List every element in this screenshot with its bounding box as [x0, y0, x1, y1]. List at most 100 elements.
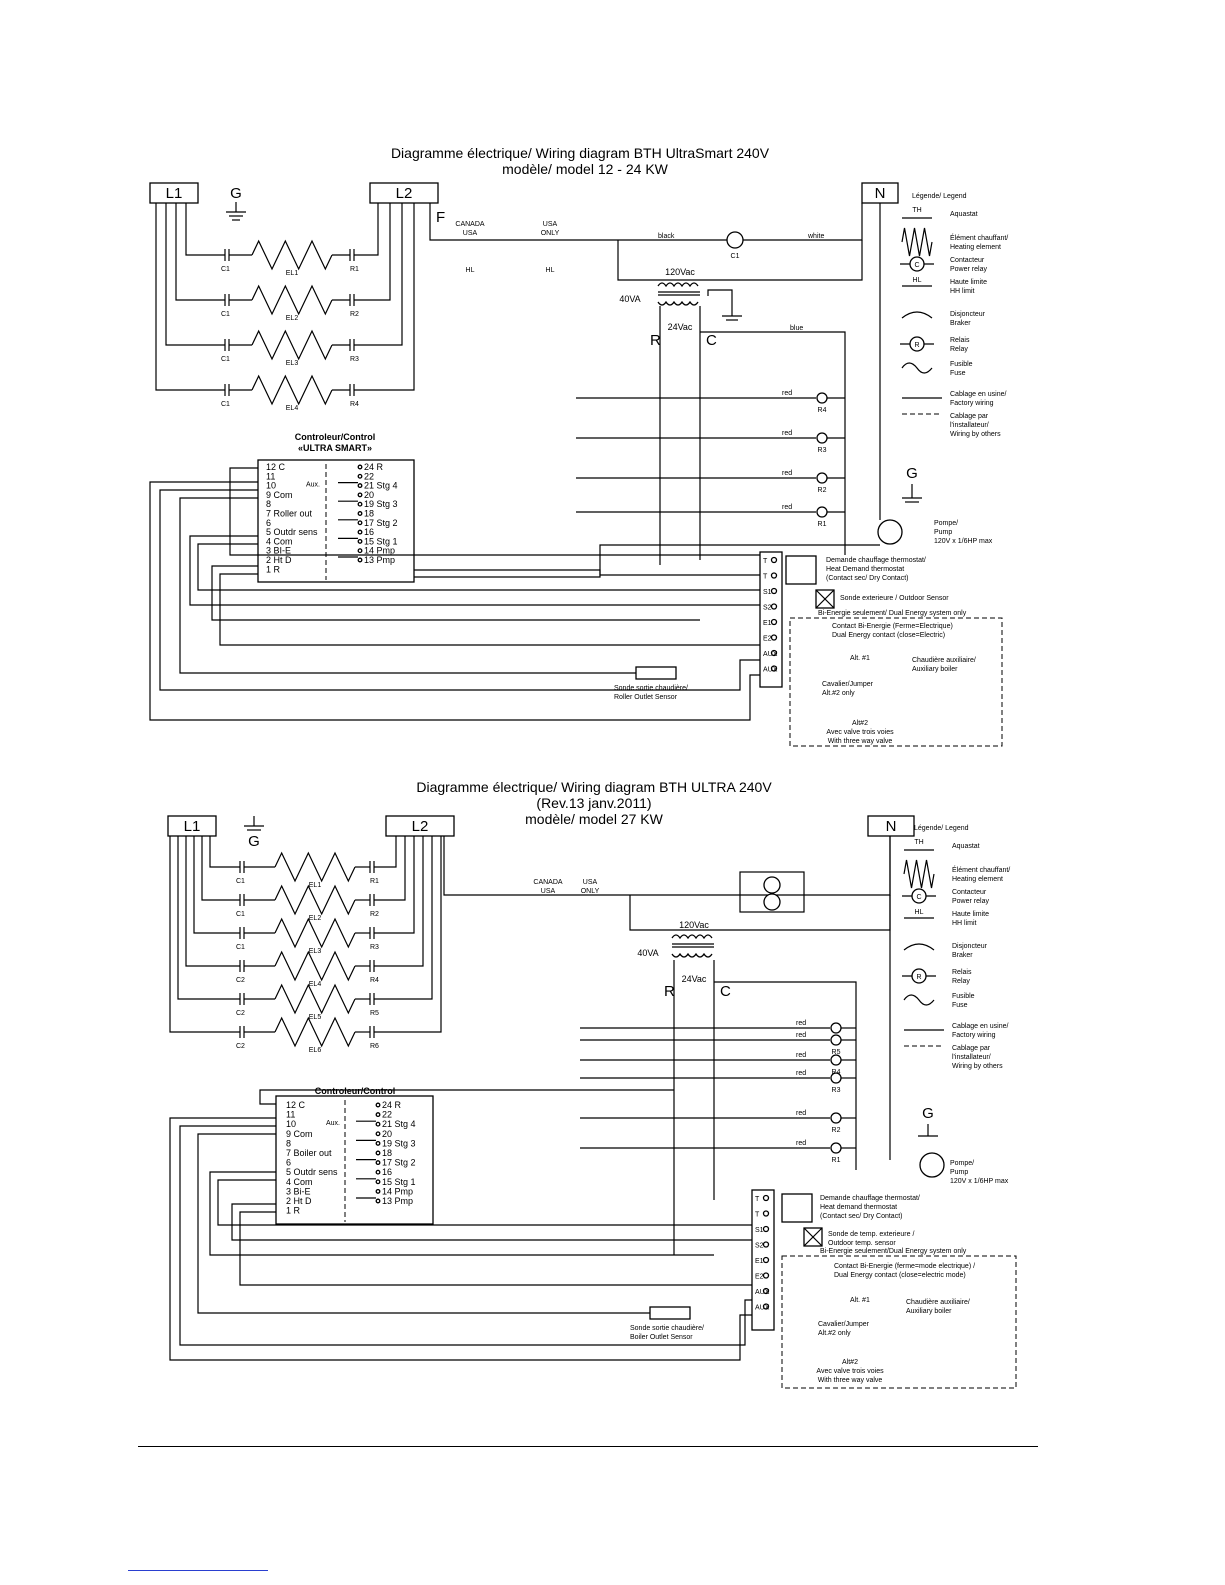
relay-contact-label: R3: [370, 944, 379, 951]
contactor-label: C1: [221, 401, 230, 408]
legend-label: Élément chauffant/: [952, 865, 1010, 874]
controller-pin-right: 14 Pmp: [382, 1186, 413, 1196]
terminal-block-label: AUX: [763, 651, 778, 658]
relay-label: R1: [832, 1157, 841, 1164]
dual-energy-box: [789, 617, 1003, 747]
contactor-label: C2: [236, 1010, 245, 1017]
terminal-l1-2: [167, 815, 217, 837]
controller-pin-right: 20: [364, 490, 374, 500]
controller-pin-right: 18: [382, 1148, 392, 1158]
diagram-2: Diagramme électrique/ Wiring diagram BTH…: [167, 779, 1017, 1389]
relay-icon: [830, 1072, 842, 1084]
controller-pin-left: 5 Outdr sens: [266, 527, 318, 537]
controller-pin-left: 4 Com: [286, 1177, 313, 1187]
element-label: EL2: [286, 315, 299, 322]
terminal-block-label: S1: [763, 589, 772, 596]
transformer-2-c: C: [720, 983, 731, 1000]
legend-symbol: HL: [913, 277, 922, 284]
element-label: EL5: [309, 1014, 322, 1021]
transformer-2-secondary: 24Vac: [682, 974, 707, 984]
outdoor-sensor-2-label: Sonde de temp. exterieure /Outdoor temp.…: [828, 1231, 914, 1247]
dual-energy-only-label: Bi-Energie seulement/ Dual Energy system…: [818, 610, 967, 617]
terminal-block-label: AUX: [755, 1305, 770, 1312]
legend-label: Braker: [950, 320, 971, 327]
element-label: EL6: [309, 1047, 322, 1054]
controller-pin-left: 8: [266, 499, 271, 509]
legend-label: Wiring by others: [952, 1063, 1003, 1070]
relay-label: R4: [818, 407, 827, 414]
contactor-coil-label: C1: [731, 253, 740, 260]
relay-label: R2: [818, 487, 827, 494]
wire-label-red: red: [782, 390, 792, 397]
legend-label: Disjoncteur: [952, 943, 988, 950]
legend-label: l'installateur/: [952, 1054, 991, 1061]
aux-boiler-2-label: Chaudière auxiliaire/Auxiliary boiler: [906, 1299, 970, 1315]
contactor-label: C2: [236, 1043, 245, 1050]
roller-sensor-icon: [635, 666, 677, 680]
terminal-l2: [369, 182, 439, 204]
relay-contact-label: R3: [350, 356, 359, 363]
controller-pin-right: 17 Stg 2: [364, 518, 398, 528]
legend-item: Cablage par l'installateur/Wiring by othe…: [904, 1045, 1003, 1070]
legend-label: Heating element: [952, 876, 1003, 883]
aux-label: Aux.: [306, 482, 320, 489]
legend-label: Haute limite: [950, 279, 987, 286]
wire-label-white: white: [807, 233, 824, 240]
heating-element-icon: [274, 950, 356, 982]
controller-pin-left: 9 Com: [286, 1129, 313, 1139]
ground-label: G: [230, 185, 242, 202]
terminal-l1-label: L1: [166, 185, 183, 202]
diagram-1-subtitle: modèle/ model 12 - 24 KW: [502, 161, 669, 177]
transformer-secondary: 24Vac: [668, 322, 693, 332]
pump-2-icon: [919, 1152, 945, 1178]
transformer-c: C: [706, 332, 717, 349]
controller-pin-right: 13 Pmp: [382, 1196, 413, 1206]
relay-contact-label: R1: [370, 878, 379, 885]
legend-label: Cablage par: [952, 1045, 991, 1052]
controller-pin-left: 2 Ht D: [286, 1196, 312, 1206]
element-label: EL2: [309, 915, 322, 922]
transformer-r: R: [650, 332, 661, 349]
element-label: EL4: [286, 405, 299, 412]
controller-pin-right: 18: [364, 509, 374, 519]
controller-2-box: [275, 1095, 434, 1225]
hl-label-1: HL: [466, 267, 475, 274]
controller-pin-right: 19 Stg 3: [382, 1138, 416, 1148]
contactor-label: C1: [221, 266, 230, 273]
contactor-label: C2: [236, 977, 245, 984]
terminal-n-2-label: N: [886, 818, 897, 835]
wire-label-red: red: [796, 1070, 806, 1077]
fuse-label: F: [436, 209, 445, 226]
contactor-label: C1: [236, 911, 245, 918]
wire-label-red: red: [796, 1140, 806, 1147]
legend-label: HH limit: [952, 920, 977, 927]
terminal-block-label: E1: [755, 1258, 764, 1265]
legend-label: Power relay: [950, 266, 987, 273]
relay-icon: [816, 432, 828, 444]
contactor-label: C1: [236, 878, 245, 885]
terminal-l2-2-label: L2: [412, 818, 429, 835]
dual-energy-only-2-label: Bi-Energie seulement/Dual Energy system …: [820, 1248, 967, 1255]
ground-icon: [226, 202, 246, 221]
pump-2-ground-label: G: [922, 1105, 934, 1122]
terminal-l1: [149, 182, 199, 204]
legend-label: HH limit: [950, 288, 975, 295]
transformer-2: [671, 934, 714, 958]
